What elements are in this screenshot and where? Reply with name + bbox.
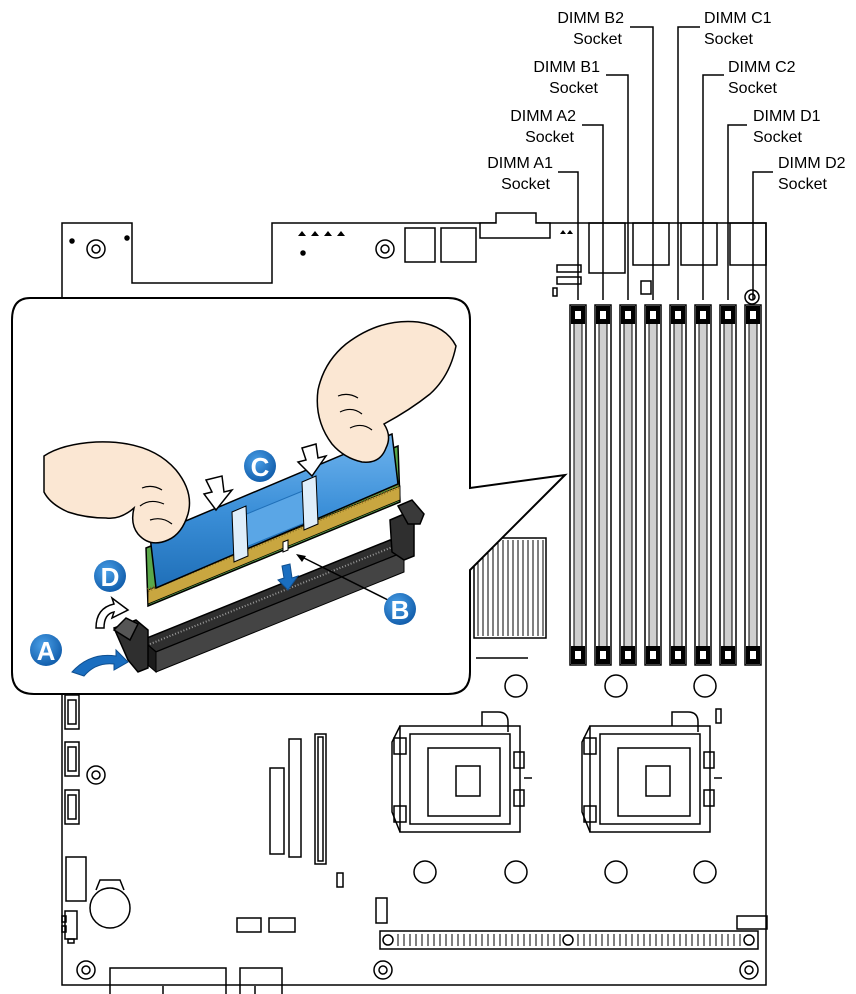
label-dimm-d1: DIMM D1 [753, 108, 821, 125]
label-dimm-b1: DIMM B1 [533, 59, 600, 76]
callout-b: B [384, 593, 416, 625]
press-arrow-left [202, 475, 234, 512]
callout-c-label: C [251, 452, 270, 482]
label-dimm-c1-socket: Socket [704, 31, 753, 48]
label-dimm-c1: DIMM C1 [704, 10, 772, 27]
dimm-module [145, 432, 401, 608]
rear-connector [440, 227, 477, 263]
dimm-socket-a1 [569, 304, 587, 666]
label-dimm-d1-socket: Socket [753, 129, 802, 146]
label-dimm-b1-socket: Socket [549, 80, 598, 97]
label-dimm-a1-socket: Socket [501, 176, 550, 193]
cpu-socket-2 [581, 711, 722, 833]
dimm-socket-b2 [644, 304, 662, 666]
label-dimm-a2-socket: Socket [525, 129, 574, 146]
dimm-socket-d1 [719, 304, 737, 666]
left-hand [43, 441, 191, 544]
callout-a-label: A [37, 636, 56, 666]
label-dimm-a2: DIMM A2 [510, 108, 576, 125]
latch-close-arrow [95, 595, 130, 629]
dimm-slot-perspective [112, 499, 425, 674]
callout-a: A [30, 634, 62, 666]
callout-c: C [244, 450, 276, 482]
dimm-labels: DIMM A1 Socket DIMM A2 Socket DIMM B1 So… [487, 10, 845, 193]
dimm-socket-d2 [744, 304, 762, 666]
label-dimm-b2-socket: Socket [573, 31, 622, 48]
heatsink-area [473, 537, 547, 639]
label-dimm-d2-socket: Socket [778, 176, 827, 193]
press-arrow-right [296, 443, 328, 478]
dimm-socket-c1 [669, 304, 687, 666]
installation-detail-panel: A B C D [11, 297, 568, 695]
label-dimm-c2-socket: Socket [728, 80, 777, 97]
board-components [61, 537, 768, 994]
label-dimm-b2: DIMM B2 [557, 10, 624, 27]
label-dimm-d2: DIMM D2 [778, 155, 846, 172]
dimm-socket-a2 [594, 304, 612, 666]
cpu-socket-1 [391, 711, 532, 833]
callout-d-label: D [101, 562, 120, 592]
latch-open-arrow [71, 648, 129, 677]
label-leaders [558, 26, 773, 300]
dimm-socket-c2 [694, 304, 712, 666]
label-dimm-a1: DIMM A1 [487, 155, 553, 172]
mounting-holes [76, 239, 760, 980]
callout-b-label: B [391, 595, 410, 625]
insert-arrow [277, 563, 300, 591]
callout-d: D [94, 560, 126, 592]
rear-connector [404, 227, 436, 263]
dimm-socket-row [569, 304, 762, 666]
dimm-socket-b1 [619, 304, 637, 666]
label-dimm-c2: DIMM C2 [728, 59, 796, 76]
